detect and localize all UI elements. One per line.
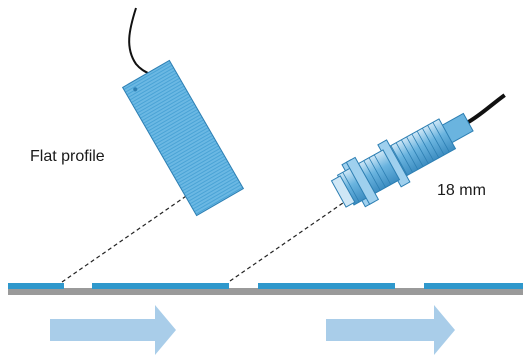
cylindrical-sensor-cable [465, 93, 506, 125]
conveyor-rail [8, 288, 523, 295]
flat-sensor-icon [121, 7, 245, 217]
target-plate [424, 283, 523, 289]
flat-sensor-beam [61, 191, 193, 283]
target-plate [92, 283, 229, 289]
direction-arrow-icon [326, 305, 455, 355]
conveyor [8, 283, 523, 295]
cylindrical-sensor-beam [229, 193, 357, 282]
cylindrical-sensor-icon [330, 93, 506, 208]
target-plate [8, 283, 64, 289]
flat-sensor-cable [128, 7, 151, 75]
direction-arrow-icon [50, 305, 176, 355]
flat-profile-label: Flat profile [30, 148, 105, 165]
target-plate [258, 283, 395, 289]
sensor-size-label: 18 mm [437, 182, 486, 199]
